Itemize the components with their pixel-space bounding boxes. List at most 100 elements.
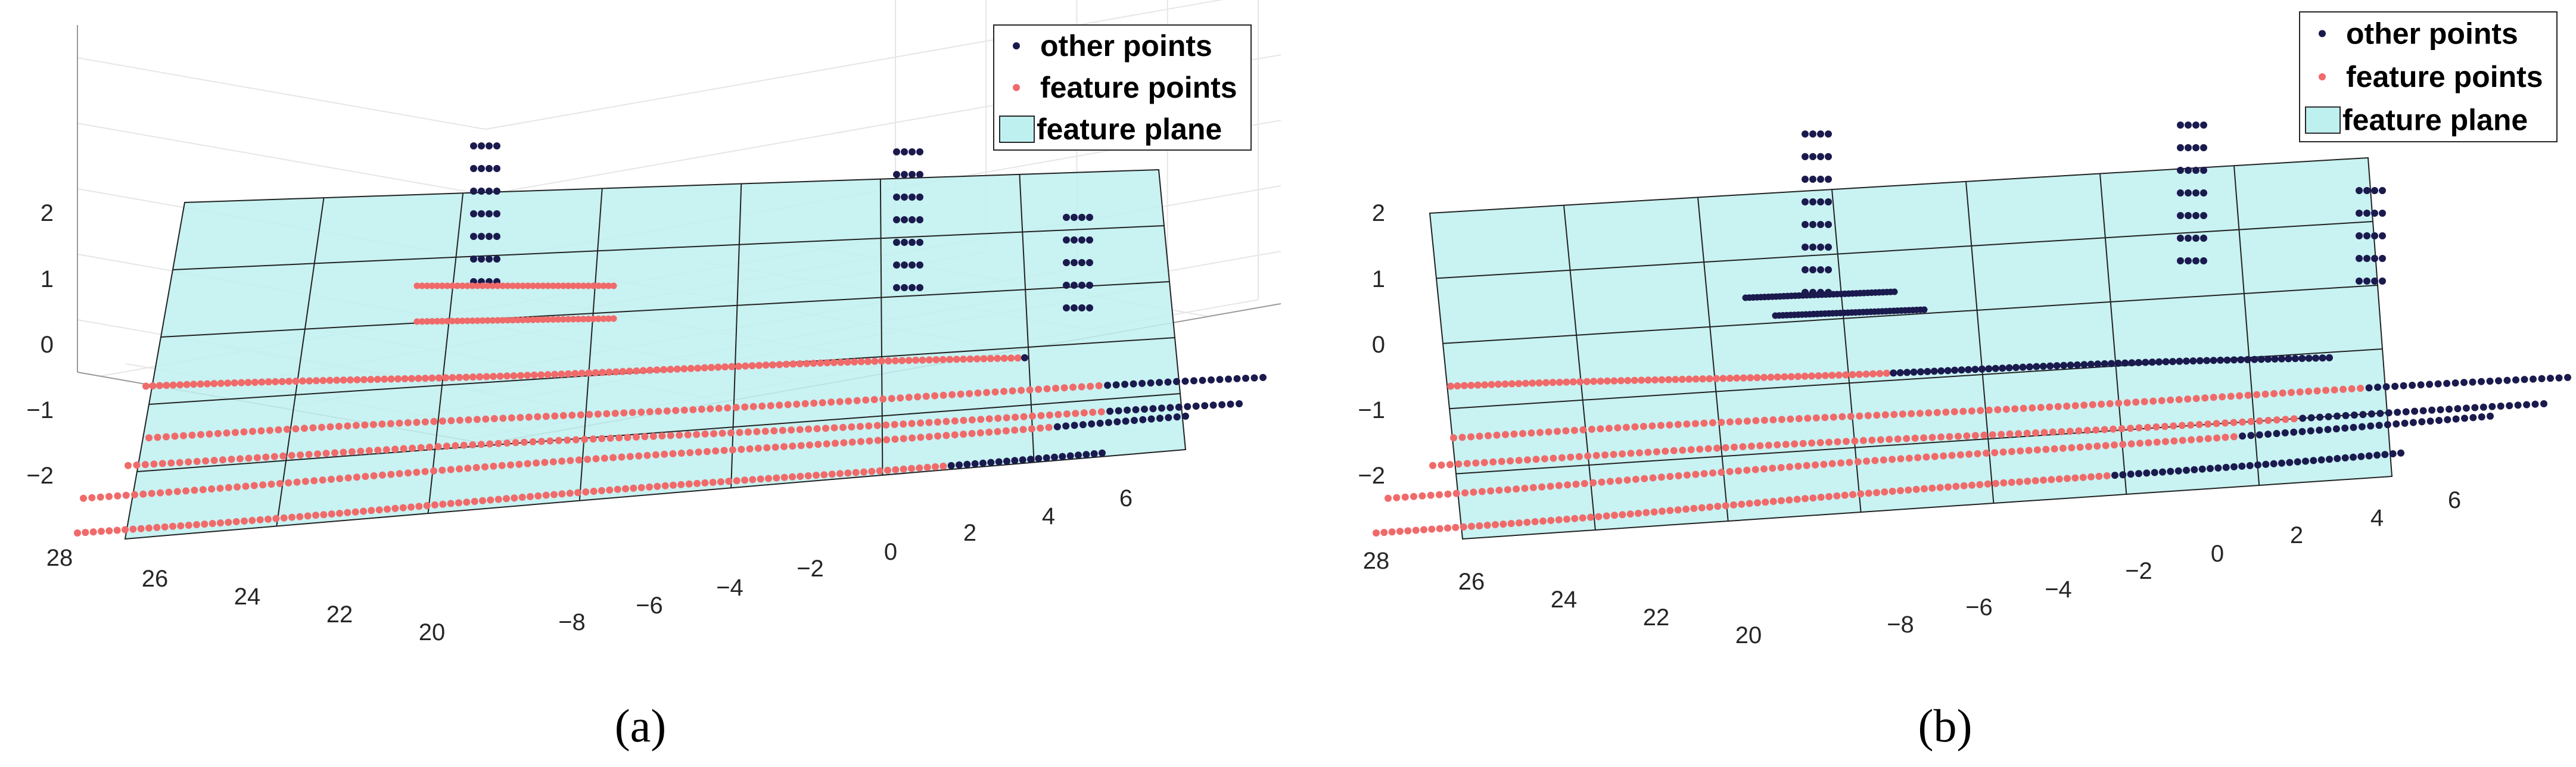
other-point: [493, 188, 500, 195]
feature-point: [171, 432, 179, 440]
feature-point: [2008, 479, 2015, 486]
feature-point: [991, 388, 999, 396]
feature-point: [482, 415, 490, 423]
other-point: [2357, 453, 2365, 460]
legend-box: [2299, 11, 2558, 142]
feature-point: [443, 442, 450, 450]
feature-point: [900, 420, 907, 428]
feature-point: [545, 316, 552, 323]
other-point: [893, 171, 900, 178]
feature-point: [203, 380, 211, 388]
other-point: [916, 261, 923, 269]
feature-point: [2158, 397, 2166, 404]
other-point: [1259, 373, 1267, 381]
feature-point: [105, 492, 113, 500]
feature-point: [365, 447, 373, 454]
feature-point: [555, 282, 562, 289]
feature-point: [1043, 385, 1051, 392]
feature-point: [241, 517, 248, 525]
feature-point: [2184, 395, 2192, 403]
other-point: [2026, 363, 2033, 371]
feature-point: [1385, 494, 1392, 502]
feature-point: [658, 432, 666, 439]
feature-point: [595, 282, 602, 289]
feature-point: [2066, 428, 2074, 435]
feature-point: [169, 381, 177, 389]
feature-point: [1778, 497, 1785, 504]
other-point: [493, 165, 500, 172]
feature-point: [248, 517, 256, 524]
feature-point: [1507, 457, 1514, 464]
feature-point: [219, 456, 226, 464]
feature-point: [606, 486, 614, 494]
feature-point: [2136, 439, 2143, 447]
feature-point: [288, 451, 295, 459]
feature-point: [724, 404, 732, 411]
feature-point: [391, 504, 399, 512]
feature-point: [474, 317, 481, 324]
other-point: [2067, 361, 2074, 369]
feature-point: [2095, 472, 2103, 480]
feature-point: [2049, 428, 2057, 436]
feature-point: [2222, 419, 2229, 427]
feature-point: [684, 431, 692, 439]
feature-point: [1905, 486, 1912, 494]
feature-point: [592, 455, 600, 463]
feature-point: [1911, 434, 1919, 442]
feature-point: [415, 375, 422, 382]
y-tick-label: 4: [1042, 503, 1055, 529]
other-point: [2177, 167, 2184, 174]
feature-point: [1787, 373, 1795, 381]
feature-point: [1760, 373, 1768, 381]
feature-point: [1485, 432, 1492, 439]
feature-point: [2063, 403, 2071, 410]
other-point: [2506, 402, 2513, 410]
feature-point: [1833, 492, 1841, 500]
other-point: [1063, 236, 1070, 244]
feature-point: [333, 376, 341, 384]
other-point: [1063, 304, 1070, 311]
feature-point: [797, 472, 804, 480]
feature-point: [1803, 462, 1810, 469]
feature-point: [244, 379, 252, 386]
other-point: [909, 239, 916, 246]
feature-point: [463, 498, 471, 506]
feature-point: [1052, 385, 1060, 392]
feature-point: [452, 442, 459, 450]
feature-point: [1644, 448, 1652, 456]
feature-point: [266, 426, 273, 434]
other-point: [1106, 407, 1114, 415]
feature-point: [891, 420, 898, 428]
feature-point: [515, 460, 523, 468]
other-point: [2019, 363, 2027, 371]
other-point: [478, 255, 485, 263]
feature-point: [155, 382, 163, 389]
feature-point: [157, 489, 164, 497]
other-point: [916, 216, 923, 223]
feature-point: [951, 431, 959, 439]
other-point: [2239, 432, 2247, 440]
feature-point: [1583, 378, 1591, 385]
feature-point: [1029, 412, 1036, 420]
feature-point: [836, 398, 844, 406]
feature-point: [1650, 508, 1658, 516]
feature-point: [173, 488, 181, 495]
feature-point: [1095, 382, 1103, 389]
feature-point: [328, 510, 335, 518]
feature-point: [660, 366, 667, 373]
feature-point: [413, 419, 421, 426]
feature-point: [1687, 446, 1695, 454]
feature-point: [942, 432, 950, 439]
feature-point: [581, 435, 589, 443]
feature-point: [680, 406, 688, 414]
feature-point: [1903, 435, 1911, 442]
feature-point: [2127, 425, 2134, 432]
other-point: [2217, 356, 2225, 364]
feature-point: [2222, 434, 2229, 441]
feature-point: [1857, 490, 1865, 498]
other-point: [2128, 359, 2136, 367]
feature-point: [1436, 491, 1443, 498]
feature-point: [258, 378, 266, 386]
feature-point: [2080, 401, 2088, 409]
feature-point: [326, 376, 334, 384]
